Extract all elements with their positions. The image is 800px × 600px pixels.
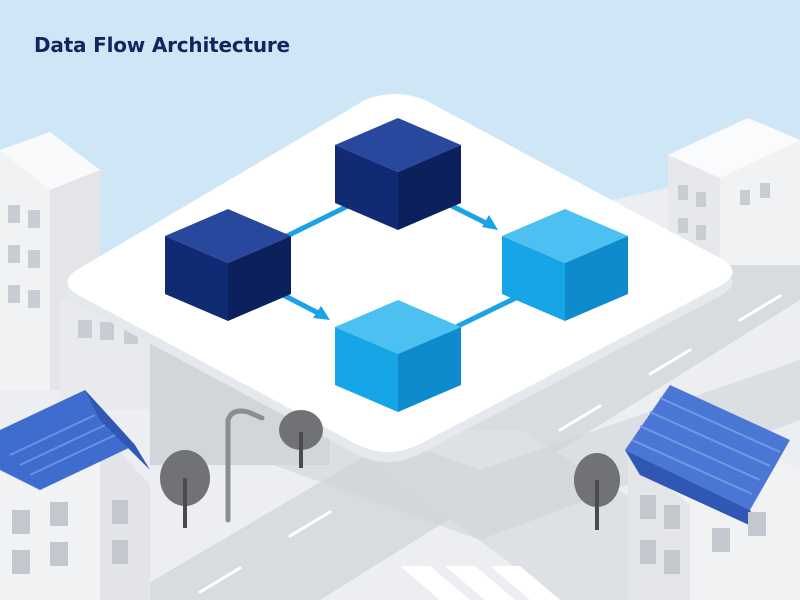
block-right-light	[502, 209, 628, 321]
tree-icon	[160, 450, 210, 528]
tree-icon	[574, 453, 620, 530]
blue-roof-house-left	[0, 390, 150, 600]
blue-roof-house-right	[625, 385, 800, 600]
block-left-dark	[165, 209, 291, 321]
block-top-dark	[335, 118, 461, 230]
road-markings	[198, 294, 782, 594]
platform	[67, 94, 733, 462]
tree-icon	[279, 410, 323, 468]
street-lamp-icon	[225, 408, 265, 523]
block-bottom-light	[335, 300, 461, 412]
page-title: Data Flow Architecture	[34, 33, 290, 57]
crosswalk	[400, 566, 560, 600]
